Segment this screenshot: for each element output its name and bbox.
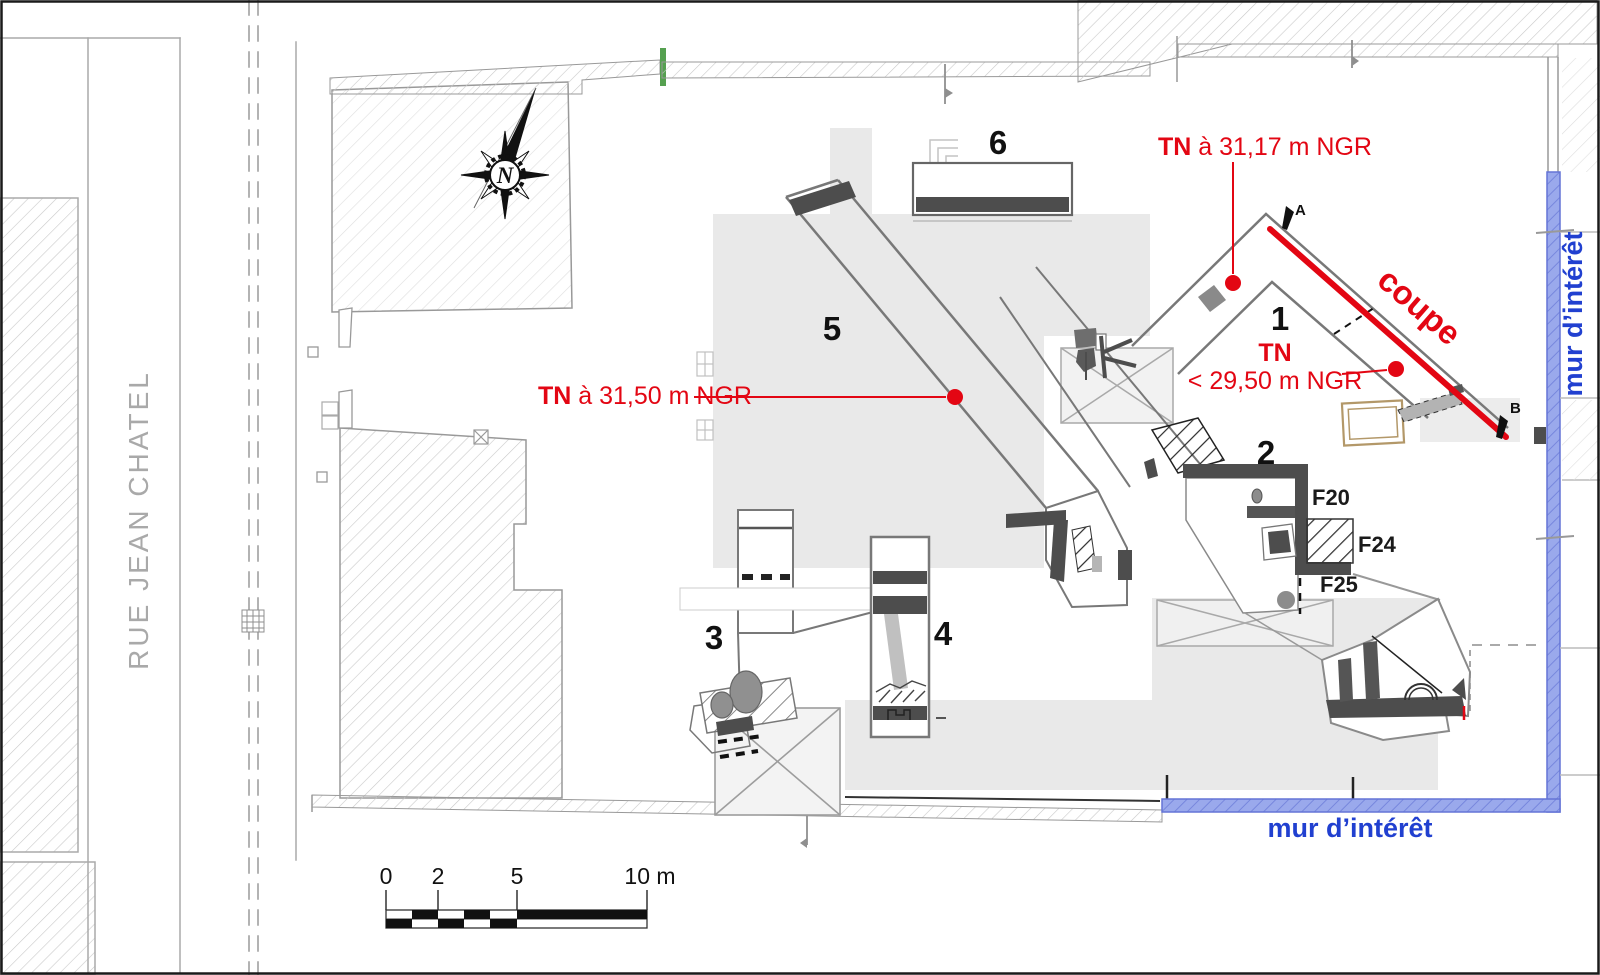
trench-3 xyxy=(689,509,874,759)
street: RUE JEAN CHATEL xyxy=(0,0,297,975)
scale-tick-label-5: 5 xyxy=(511,863,524,889)
wall-segment xyxy=(873,571,927,584)
tn-marker-3: TN < 29,50 m NGR xyxy=(1188,339,1404,395)
grid-symbols xyxy=(696,351,714,441)
stone-block xyxy=(1268,530,1291,554)
zone-label-1: 1 xyxy=(1271,300,1289,337)
boundary-northeast xyxy=(1077,0,1598,83)
stone-cluster xyxy=(1074,328,1137,380)
trench-4 xyxy=(679,535,946,739)
wall-f20-vertical xyxy=(1295,464,1308,574)
posthole xyxy=(729,670,763,714)
svg-text:TN: TN xyxy=(1258,339,1291,367)
tn-marker-2: TN à 31,50 m NGR xyxy=(538,382,963,410)
trench-5-diagonal xyxy=(785,178,1132,609)
svg-text:TN à 31,50 m NGR: TN à 31,50 m NGR xyxy=(538,382,752,410)
drain-grate-icon xyxy=(241,609,265,633)
wall-f25 xyxy=(1295,562,1351,575)
wall-segment xyxy=(916,197,1069,212)
wall-segment xyxy=(716,716,754,736)
gray-fill-strip xyxy=(884,614,908,690)
feature-f24-hatch xyxy=(1306,518,1354,564)
section-point-a-icon xyxy=(1282,206,1294,230)
svg-text:< 29,50 m NGR: < 29,50 m NGR xyxy=(1188,367,1362,395)
blue-wall-horizontal xyxy=(1161,798,1561,813)
wall-segment xyxy=(1326,696,1466,718)
trench-6 xyxy=(911,139,1074,222)
feature-label-f24: F24 xyxy=(1358,532,1397,557)
north-letter: N xyxy=(496,163,515,188)
zone-label-6: 6 xyxy=(989,124,1007,161)
arch-feature xyxy=(1404,683,1438,701)
scale-bar: 0 2 5 10 m xyxy=(380,863,676,929)
zone-label-4: 4 xyxy=(934,615,953,652)
sketch-hatch xyxy=(875,680,927,704)
scale-tick-label-10m: 10 m xyxy=(624,863,675,889)
svg-text:TN à 31,17 m NGR: TN à 31,17 m NGR xyxy=(1158,133,1372,161)
wall-pillar xyxy=(1363,641,1380,700)
feature-label-f25: F25 xyxy=(1320,572,1358,597)
wall-right-label: mur d’intérêt xyxy=(1558,231,1588,396)
wall-of-interest-bottom xyxy=(1161,798,1561,813)
trench-southeast xyxy=(1320,597,1542,742)
zone-label-3: 3 xyxy=(705,619,723,656)
zone-1-complex xyxy=(999,212,1509,488)
survey-tick xyxy=(1535,535,1575,540)
crossed-box-south-east xyxy=(1156,599,1334,647)
section-point-b-label: B xyxy=(1510,400,1521,417)
boundary-band-north xyxy=(661,61,1151,79)
wall-segment xyxy=(1006,510,1066,528)
tn-marker-1: TN à 31,17 m NGR xyxy=(1158,133,1372,291)
wall-segment xyxy=(873,596,927,614)
scale-tick-label-0: 0 xyxy=(380,863,393,889)
tn-point xyxy=(947,389,963,405)
section-point-a-label: A xyxy=(1295,202,1306,219)
hatched-feature xyxy=(1150,417,1226,474)
crossed-box-small xyxy=(473,429,489,445)
coupe-line xyxy=(1267,226,1509,440)
wall-pillar xyxy=(1338,658,1353,702)
building-strip-west xyxy=(0,197,79,853)
stone-block xyxy=(1198,285,1226,312)
north-needle xyxy=(498,88,536,170)
wall-of-interest-right xyxy=(1534,57,1600,813)
zone-label-5: 5 xyxy=(823,310,841,347)
feature-label-f20: F20 xyxy=(1312,485,1350,510)
dashed-limit xyxy=(1333,305,1378,335)
wall-segment xyxy=(1118,550,1132,580)
scale-tick-label-2: 2 xyxy=(432,863,445,889)
survey-tick xyxy=(1535,229,1575,234)
wall-segment xyxy=(789,181,856,216)
north-arrow-icon: N xyxy=(460,87,550,220)
wall-segment xyxy=(1050,520,1068,582)
building-strip-southwest xyxy=(0,861,96,975)
wall-f20-top xyxy=(1183,464,1307,478)
trench-2 xyxy=(1183,464,1441,661)
masonry-structure xyxy=(1340,399,1406,447)
tn-point xyxy=(1225,275,1241,291)
wall-segment xyxy=(873,706,927,720)
street-name-label: RUE JEAN CHATEL xyxy=(123,370,154,670)
scale-segments xyxy=(386,910,647,928)
section-point-b-icon xyxy=(1496,415,1508,439)
posthole xyxy=(1277,591,1295,609)
zone-label-2: 2 xyxy=(1257,434,1275,471)
posthole xyxy=(710,691,734,719)
tn-point xyxy=(1388,361,1404,377)
wall-bottom-label: mur d’intérêt xyxy=(1267,813,1432,843)
